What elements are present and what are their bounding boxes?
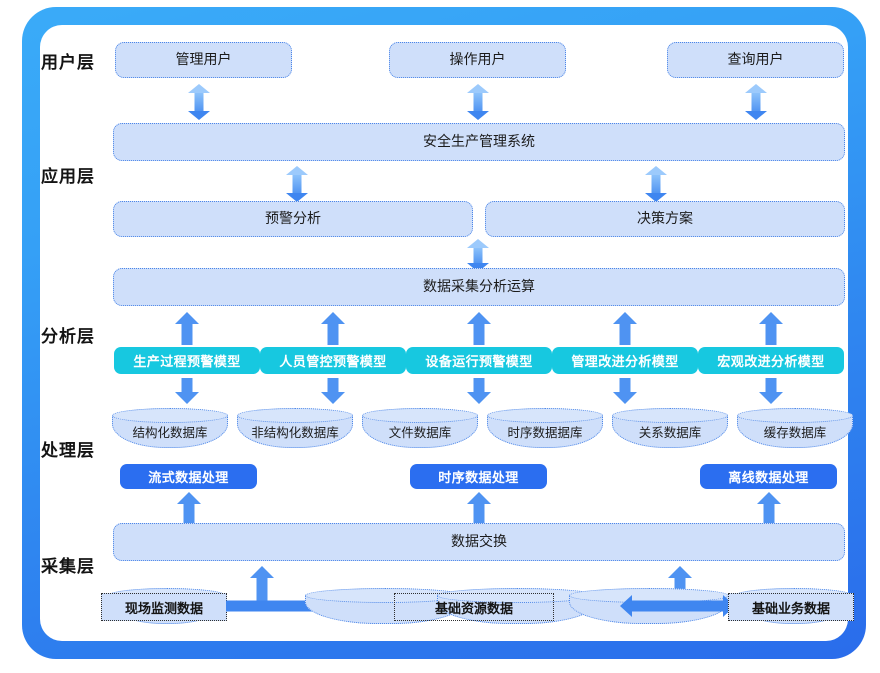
- user-box-query[interactable]: 查询用户: [667, 42, 844, 78]
- source-label-field-monitor[interactable]: 现场监测数据: [101, 593, 227, 621]
- model-management-improvement[interactable]: 管理改进分析模型: [552, 347, 698, 374]
- app-box-decision-plan[interactable]: 决策方案: [485, 201, 845, 237]
- arrow-model-2-to-db-2: [319, 378, 347, 404]
- database-structured[interactable]: 结构化数据库: [112, 408, 228, 448]
- arrow-exchange-to-timeseries: [465, 492, 493, 524]
- arrow-exchange-to-offline: [755, 492, 783, 524]
- collection-box-data-exchange[interactable]: 数据交换: [113, 523, 845, 561]
- model-equipment-operation[interactable]: 设备运行预警模型: [406, 347, 552, 374]
- arrow-model-1-to-db-1: [173, 378, 201, 404]
- arrow-source-to-exchange-left: [248, 566, 276, 606]
- arrow-model-3-to-compute: [465, 312, 493, 345]
- database-timeseries-label: 时序数据据库: [507, 426, 583, 440]
- user-box-operator[interactable]: 操作用户: [389, 42, 566, 78]
- arrow-model-5-to-db-6: [757, 378, 785, 404]
- arrow-operator-to-system: [464, 84, 492, 120]
- layer-label-collection: 采集层: [41, 557, 95, 576]
- database-structured-label: 结构化数据库: [132, 426, 208, 440]
- connector-field-to-resource: [226, 592, 321, 620]
- layer-label-user: 用户层: [41, 53, 95, 72]
- arrow-model-1-to-compute: [173, 312, 201, 345]
- arrow-admin-to-system: [185, 84, 213, 120]
- arrow-model-4-to-compute: [611, 312, 639, 345]
- database-file-label: 文件数据库: [388, 426, 452, 440]
- arrow-system-to-decision-plan: [642, 166, 670, 202]
- database-unstructured-label: 非结构化数据库: [251, 426, 339, 440]
- arrow-system-to-warning-analysis: [283, 166, 311, 202]
- processor-stream[interactable]: 流式数据处理: [120, 464, 257, 489]
- database-timeseries[interactable]: 时序数据据库: [487, 408, 603, 448]
- database-relational[interactable]: 关系数据库: [612, 408, 728, 448]
- analysis-box-data-compute[interactable]: 数据采集分析运算: [113, 268, 845, 306]
- arrow-app-to-compute: [464, 239, 492, 272]
- system-box-safety-production[interactable]: 安全生产管理系统: [113, 123, 845, 161]
- database-cache[interactable]: 缓存数据库: [737, 408, 853, 448]
- layer-label-analysis: 分析层: [41, 327, 95, 346]
- source-label-basic-business[interactable]: 基础业务数据: [728, 593, 854, 621]
- database-relational-label: 关系数据库: [638, 426, 702, 440]
- model-personnel-control[interactable]: 人员管控预警模型: [260, 347, 406, 374]
- processor-timeseries[interactable]: 时序数据处理: [410, 464, 547, 489]
- processor-offline[interactable]: 离线数据处理: [700, 464, 837, 489]
- arrow-model-3-to-db-4: [465, 378, 493, 404]
- arrow-model-2-to-compute: [319, 312, 347, 345]
- database-file[interactable]: 文件数据库: [362, 408, 478, 448]
- database-unstructured[interactable]: 非结构化数据库: [237, 408, 353, 448]
- arrow-model-5-to-compute: [757, 312, 785, 345]
- model-macro-improvement[interactable]: 宏观改进分析模型: [698, 347, 844, 374]
- model-production-process[interactable]: 生产过程预警模型: [114, 347, 260, 374]
- diagram-frame: [22, 7, 866, 659]
- arrow-exchange-to-stream: [175, 492, 203, 524]
- arrow-query-to-system: [742, 84, 770, 120]
- app-box-warning-analysis[interactable]: 预警分析: [113, 201, 473, 237]
- connector-resource-to-business: [620, 592, 735, 620]
- source-label-basic-resource[interactable]: 基础资源数据: [394, 593, 554, 621]
- arrow-model-4-to-db-5: [611, 378, 639, 404]
- layer-label-application: 应用层: [41, 167, 95, 186]
- user-box-admin[interactable]: 管理用户: [115, 42, 292, 78]
- database-cache-label: 缓存数据库: [763, 426, 827, 440]
- layer-label-processing: 处理层: [41, 441, 95, 460]
